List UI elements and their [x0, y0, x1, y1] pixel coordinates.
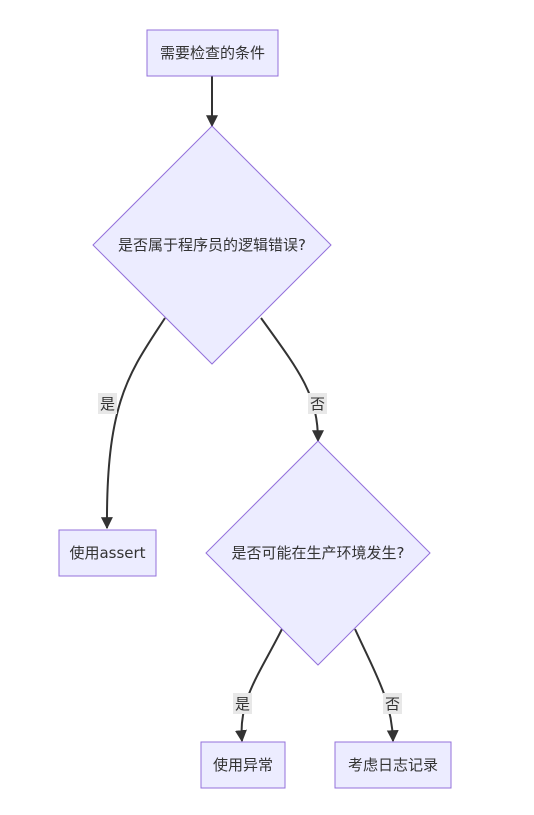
node-decision1[interactable]: 是否属于程序员的逻辑错误? — [92, 125, 332, 365]
svg-text:是: 是 — [235, 695, 250, 713]
node-assert-label: 使用assert — [69, 544, 145, 562]
node-decision2[interactable]: 是否可能在生产环境发生? — [205, 440, 431, 666]
node-assert[interactable]: 使用assert — [58, 529, 157, 577]
edge-decision1-no — [260, 317, 324, 443]
svg-text:否: 否 — [310, 395, 325, 413]
svg-text:否: 否 — [385, 695, 400, 713]
node-decision1-label: 是否属于程序员的逻辑错误? — [118, 236, 306, 254]
edge-decision2-no — [354, 628, 399, 743]
edge-label-d1-yes: 是 — [98, 393, 117, 414]
edge-label-d1-no: 否 — [308, 393, 327, 414]
node-decision2-label: 是否可能在生产环境发生? — [232, 544, 405, 562]
edge-decision1-yes — [100, 317, 166, 530]
edge-label-d2-no: 否 — [383, 693, 402, 714]
svg-text:是: 是 — [100, 395, 115, 413]
edge-decision2-yes — [234, 628, 283, 743]
node-logging-label: 考虑日志记录 — [348, 756, 438, 774]
node-start-label: 需要检查的条件 — [160, 44, 265, 62]
edge-label-d2-yes: 是 — [233, 693, 252, 714]
node-exception-label: 使用异常 — [213, 756, 273, 774]
node-logging[interactable]: 考虑日志记录 — [334, 741, 452, 789]
node-exception[interactable]: 使用异常 — [200, 741, 286, 789]
node-start[interactable]: 需要检查的条件 — [146, 29, 279, 77]
